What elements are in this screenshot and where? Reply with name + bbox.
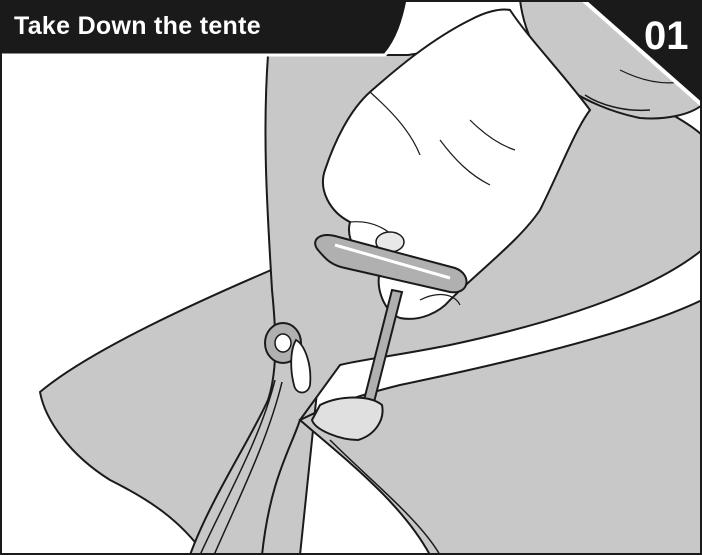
- title-banner-shape: [0, 0, 408, 55]
- step-number: 01: [644, 14, 689, 58]
- stake-clip: [310, 396, 384, 442]
- page-title: Take Down the tente: [14, 12, 261, 40]
- step-badge: [605, 0, 702, 90]
- zipper-pull: [290, 338, 312, 394]
